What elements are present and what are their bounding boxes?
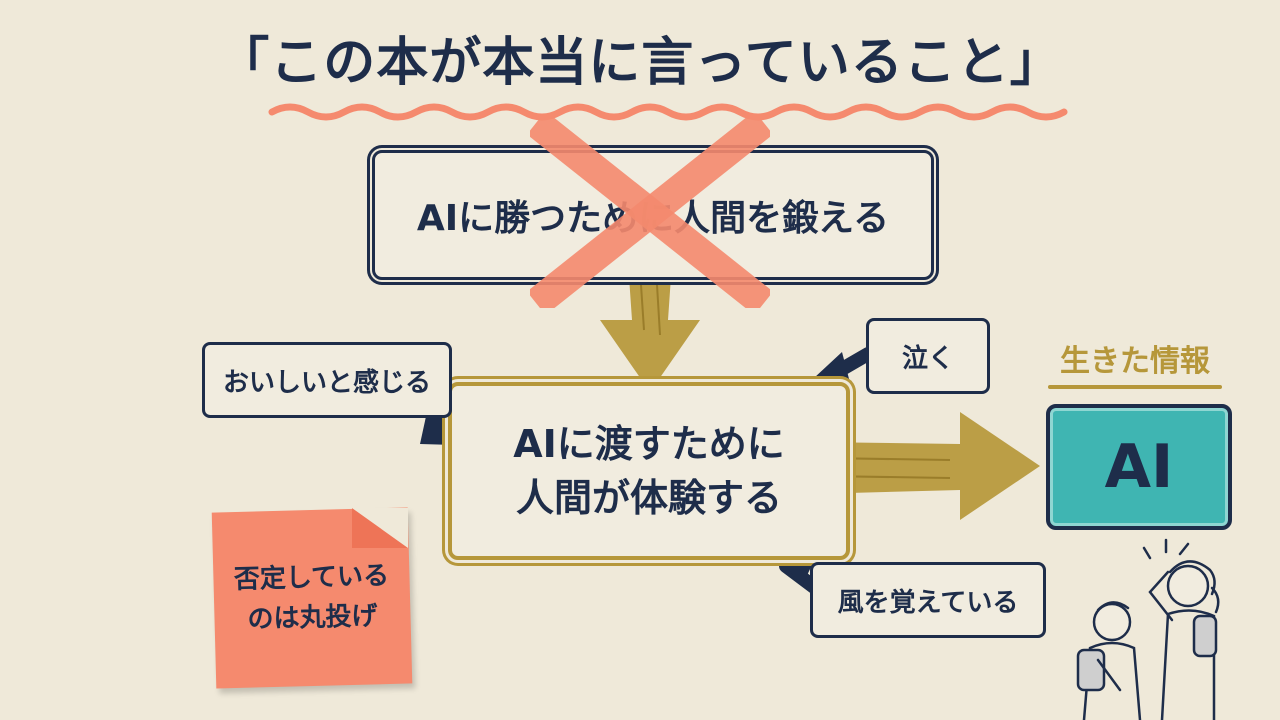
central-claim-box: AIに渡すために 人間が体験する xyxy=(448,382,850,560)
central-claim-line2: 人間が体験する xyxy=(515,476,782,520)
experience-box-naku: 泣く xyxy=(866,318,990,394)
people-sketch-icon xyxy=(1076,538,1220,720)
cross-out-icon xyxy=(530,118,770,308)
output-label: 生きた情報 xyxy=(1060,344,1210,379)
ai-target-text: AI xyxy=(1104,432,1174,502)
experience-box-kaze: 風を覚えている xyxy=(810,562,1046,638)
sticky-note-line1: 否定している xyxy=(233,560,390,596)
output-label-underline xyxy=(1048,385,1222,389)
experience-label: 泣く xyxy=(901,343,954,374)
title-underline xyxy=(268,103,1068,121)
central-claim-line1: AIに渡すために xyxy=(513,422,785,466)
sticky-note-fold-icon xyxy=(352,508,408,548)
sticky-note-line2: のは丸投げ xyxy=(247,601,378,635)
experience-label: 風を覚えている xyxy=(837,587,1019,618)
page-title: 「この本が本当に言っていること」 xyxy=(217,33,1063,93)
experience-box-oishii: おいしいと感じる xyxy=(202,342,452,418)
experience-label: おいしいと感じる xyxy=(222,367,431,398)
ai-target-box: AI xyxy=(1046,404,1232,530)
